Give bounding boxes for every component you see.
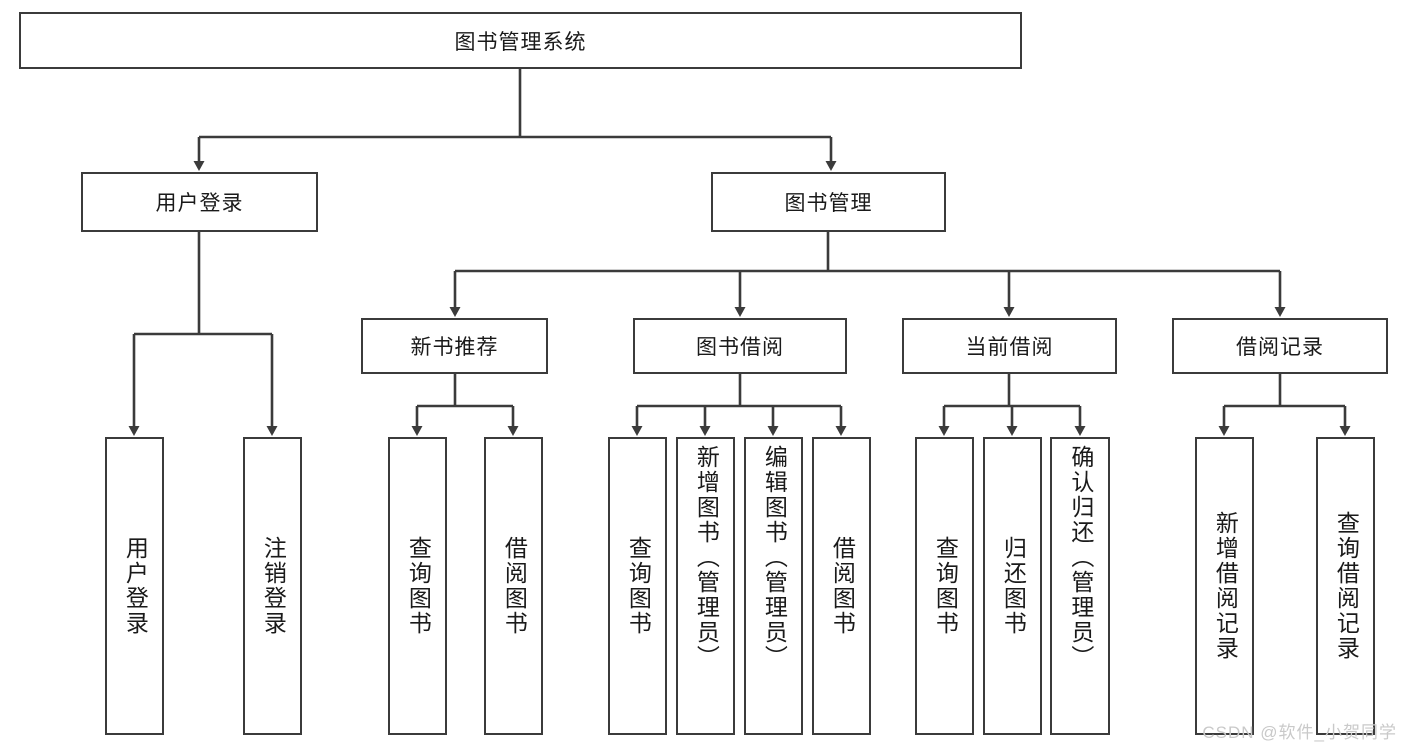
node-new-book-recommend-label: 新书推荐	[410, 336, 499, 359]
node-leaf-edit-book[interactable]: 编辑图书（管理员）	[744, 437, 803, 735]
node-book-management[interactable]: 图书管理	[711, 172, 946, 232]
node-current-borrow[interactable]: 当前借阅	[902, 318, 1117, 374]
node-leaf-user-logout[interactable]: 注销登录	[243, 437, 302, 735]
node-leaf-query-book-1[interactable]: 查询图书	[388, 437, 447, 735]
node-leaf-confirm-return[interactable]: 确认归还（管理员）	[1050, 437, 1110, 735]
watermark: CSDN @软件_小贺同学	[1202, 723, 1397, 742]
node-leaf-edit-book-label: 编辑图书（管理员）	[761, 445, 788, 670]
node-leaf-borrow-book-2-label: 借阅图书	[829, 536, 856, 636]
node-new-book-recommend[interactable]: 新书推荐	[361, 318, 548, 374]
node-user-login-label: 用户登录	[155, 192, 244, 215]
node-leaf-add-record[interactable]: 新增借阅记录	[1195, 437, 1254, 735]
node-leaf-user-logout-label: 注销登录	[260, 536, 287, 636]
node-leaf-confirm-return-label: 确认归还（管理员）	[1067, 445, 1094, 670]
node-leaf-add-book-label: 新增图书（管理员）	[693, 445, 720, 670]
node-root-label: 图书管理系统	[454, 30, 587, 54]
node-leaf-query-book-1-label: 查询图书	[405, 536, 432, 636]
node-borrow-record[interactable]: 借阅记录	[1172, 318, 1388, 374]
node-leaf-query-book-2-label: 查询图书	[625, 536, 652, 636]
node-leaf-borrow-book-1-label: 借阅图书	[501, 536, 528, 636]
node-leaf-query-record[interactable]: 查询借阅记录	[1316, 437, 1375, 735]
node-leaf-query-book-2[interactable]: 查询图书	[608, 437, 667, 735]
node-current-borrow-label: 当前借阅	[965, 336, 1054, 359]
node-leaf-add-book[interactable]: 新增图书（管理员）	[676, 437, 735, 735]
node-leaf-return-book-label: 归还图书	[1000, 536, 1027, 636]
node-borrow-record-label: 借阅记录	[1236, 336, 1324, 359]
node-leaf-add-record-label: 新增借阅记录	[1212, 511, 1239, 661]
node-book-borrow[interactable]: 图书借阅	[633, 318, 847, 374]
node-leaf-query-book-3-label: 查询图书	[932, 536, 959, 636]
node-leaf-return-book[interactable]: 归还图书	[983, 437, 1042, 735]
node-leaf-query-book-3[interactable]: 查询图书	[915, 437, 974, 735]
node-leaf-borrow-book-1[interactable]: 借阅图书	[484, 437, 543, 735]
node-leaf-borrow-book-2[interactable]: 借阅图书	[812, 437, 871, 735]
node-book-management-label: 图书管理	[784, 192, 873, 215]
node-book-borrow-label: 图书借阅	[696, 336, 784, 359]
node-root[interactable]: 图书管理系统	[19, 12, 1022, 69]
node-leaf-user-login-label: 用户登录	[122, 536, 149, 636]
node-user-login[interactable]: 用户登录	[81, 172, 318, 232]
node-leaf-user-login[interactable]: 用户登录	[105, 437, 164, 735]
node-leaf-query-record-label: 查询借阅记录	[1333, 511, 1360, 661]
